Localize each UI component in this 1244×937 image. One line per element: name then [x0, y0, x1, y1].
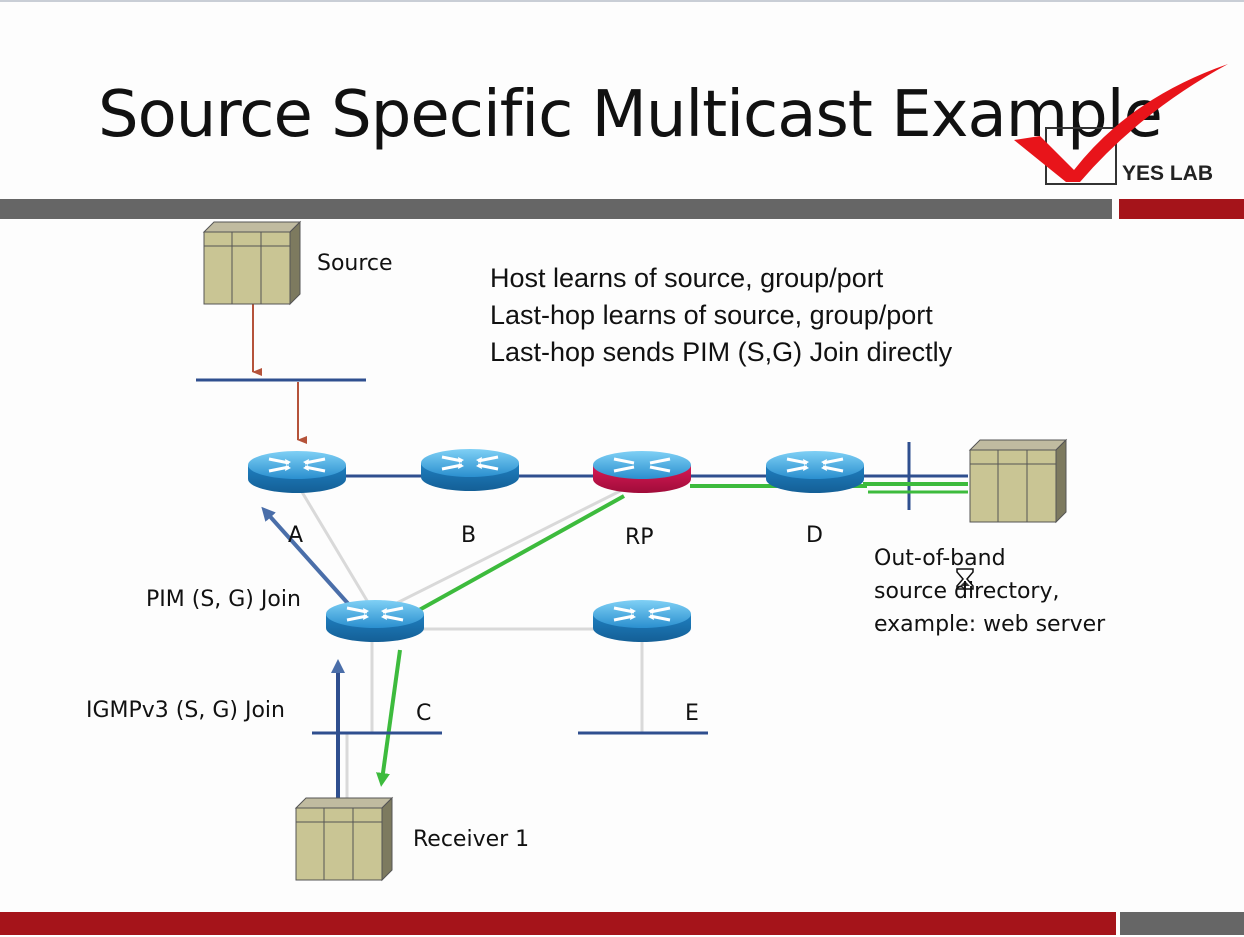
source-label: Source	[317, 251, 393, 276]
router-c-label: C	[416, 701, 432, 726]
pim-join-arrow	[261, 506, 354, 610]
note-line: source directory,	[874, 579, 1060, 604]
header-bar-dark	[0, 199, 1112, 219]
link-c-rp	[374, 478, 643, 616]
receiver-label: Receiver 1	[413, 827, 530, 852]
bullet-item: Last-hop learns of source, group/port	[490, 300, 933, 330]
bullet-item: Last-hop sends PIM (S,G) Join directly	[490, 337, 953, 367]
igmp-join-label: IGMPv3 (S, G) Join	[86, 698, 285, 723]
slide-title: Source Specific Multicast Example	[98, 78, 1163, 152]
spt-path-rp-c	[411, 494, 625, 616]
note-line: example: web server	[874, 612, 1106, 637]
router-e-label: E	[685, 701, 699, 726]
header-bar-accent	[1119, 199, 1244, 219]
router-rp-label: RP	[625, 525, 654, 550]
checkmark-icon	[1014, 64, 1228, 185]
spt-path-c-receiver	[376, 649, 402, 787]
note-line: Out-of-band	[874, 546, 1006, 571]
router-icon	[591, 598, 693, 644]
footer-bar-dark	[1120, 912, 1244, 935]
router-d-label: D	[806, 523, 823, 548]
router-b-label: B	[461, 523, 477, 548]
router-icon	[593, 451, 691, 493]
link-a-c	[300, 491, 377, 615]
bullet-item: Host learns of source, group/port	[490, 263, 884, 293]
server-icon	[203, 221, 301, 305]
router-a-label: A	[288, 523, 304, 548]
server-icon	[295, 797, 393, 881]
hourglass-cursor-icon	[956, 568, 974, 590]
out-of-band-note: Out-of-band source directory, example: w…	[874, 542, 1105, 641]
bullet-list: Host learns of source, group/port Last-h…	[490, 260, 952, 371]
router-icon	[764, 449, 866, 495]
footer-bar-accent	[0, 912, 1116, 935]
pim-join-label: PIM (S, G) Join	[146, 587, 301, 612]
router-icon	[246, 449, 348, 495]
router-icon	[324, 598, 426, 644]
server-icon	[969, 439, 1067, 523]
logo-text: YES LAB	[1122, 162, 1214, 185]
router-icon	[419, 447, 521, 493]
